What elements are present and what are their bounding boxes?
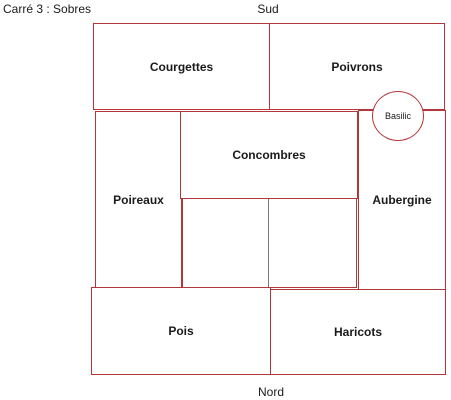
bed-empty-center (182, 198, 357, 288)
bed-label: Haricots (333, 325, 383, 339)
bed-haricots: Haricots (270, 289, 446, 375)
bed-concombres: Concombres (180, 111, 358, 199)
center-divider (268, 199, 270, 287)
bed-poireaux: Poireaux (95, 111, 182, 288)
bed-label: Poireaux (113, 192, 164, 207)
bed-label: Courgettes (149, 59, 214, 74)
bed-label: Poivrons (331, 59, 383, 74)
bed-label: Basilic (384, 111, 411, 121)
compass-top-label: Sud (257, 2, 279, 16)
compass-bottom-label: Nord (257, 385, 285, 399)
bed-courgettes: Courgettes (93, 23, 270, 110)
bed-label: Aubergine (372, 193, 432, 207)
bed-basilic: Basilic (372, 91, 424, 141)
bed-label: Pois (168, 324, 194, 338)
bed-label: Concombres (232, 148, 306, 162)
diagram-title: Carré 3 : Sobres (3, 2, 92, 16)
bed-poivrons: Poivrons (269, 23, 445, 110)
bed-pois: Pois (91, 287, 271, 375)
